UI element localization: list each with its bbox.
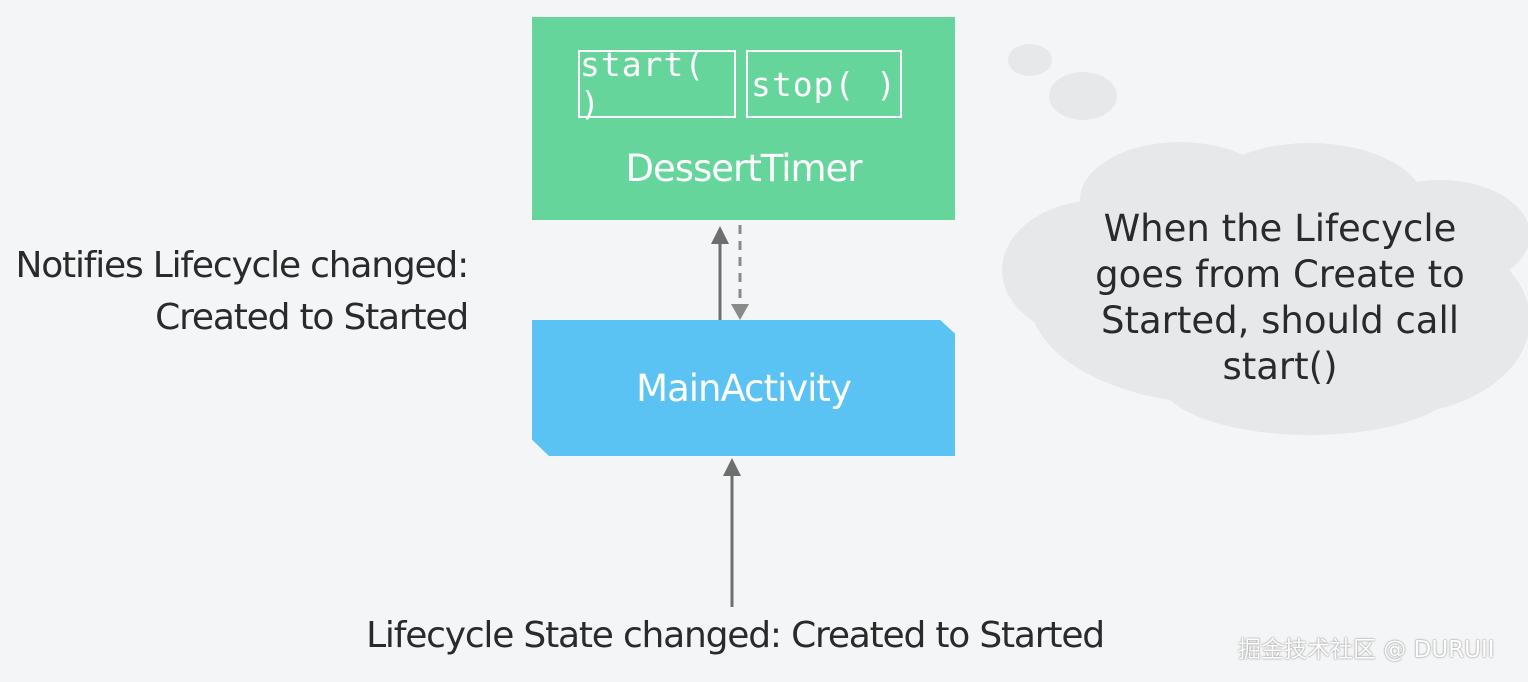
arrow-up-to-timer [711,226,729,320]
stop-method-box: stop( ) [746,50,902,118]
dessert-timer-title: DessertTimer [625,147,862,190]
main-activity-box: MainActivity [532,320,955,456]
thought-cloud-body [1002,142,1528,435]
thought-line-2: goes from Create to [1095,253,1465,296]
thought-line-4: start() [1222,345,1338,388]
arrow-up-to-activity [723,458,741,607]
notify-label: Notifies Lifecycle changed: Created to S… [10,240,469,344]
main-activity-title: MainActivity [636,367,852,410]
thought-text: When the Lifecycle goes from Create to S… [1070,206,1490,390]
thought-cloud [1002,44,1528,435]
dashed-arrow-down-to-activity [731,225,749,320]
thought-dot-small [1008,44,1052,76]
lifecycle-state-label: Lifecycle State changed: Created to Star… [366,615,1105,656]
thought-dot-medium [1049,72,1117,120]
notify-label-line-2: Created to Started [155,297,469,338]
watermark: 掘金技术社区 @ DURUII [1238,637,1495,663]
start-method-box: start( ) [578,45,736,123]
notify-label-line-1: Notifies Lifecycle changed: [15,245,469,286]
dessert-timer-box: start( ) stop( ) DessertTimer [532,17,955,220]
thought-line-1: When the Lifecycle [1103,207,1457,250]
thought-line-3: Started, should call [1100,299,1460,342]
